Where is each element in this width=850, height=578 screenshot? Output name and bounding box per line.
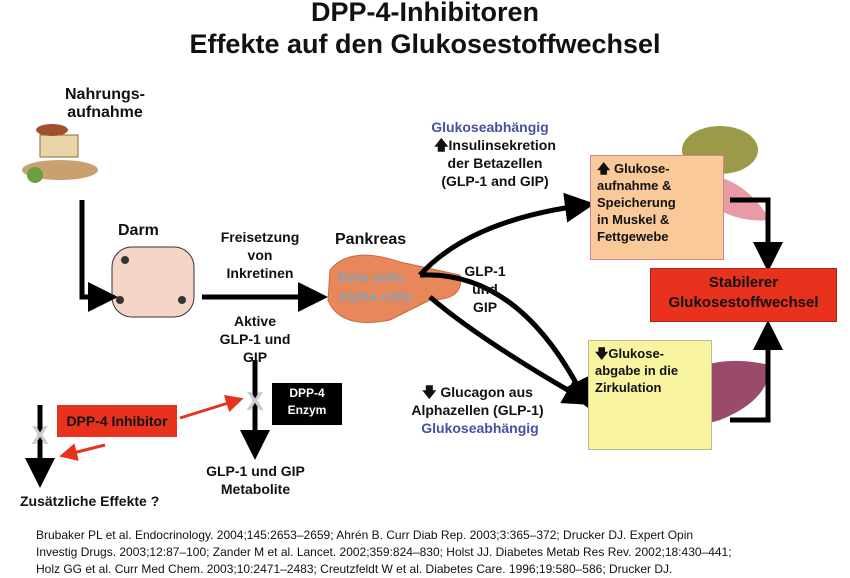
- label-zusaetzlich: Zusätzliche Effekte ?: [20, 493, 160, 509]
- label-insulin-dependent: Glukoseabhängig: [431, 119, 549, 135]
- label-pankreas: Pankreas: [335, 231, 407, 248]
- reference-line: Holz GG et al. Curr Med Chem. 2003;10:24…: [36, 562, 673, 576]
- arrow-down-icon: 🡇: [422, 384, 441, 400]
- block-x-icon: X: [31, 420, 49, 450]
- block-x-icon: X: [246, 386, 264, 416]
- dpp4-inhibitor-box: DPP-4 Inhibitor: [57, 405, 177, 437]
- label-glucagon-dependent: Glukoseabhängig: [421, 420, 539, 436]
- reference-line: Brubaker PL et al. Endocrinology. 2004;1…: [36, 528, 694, 542]
- label-nahrung: Nahrungs- aufnahme: [65, 86, 145, 121]
- dpp4-enzyme-box: DPP-4 Enzym: [272, 383, 342, 425]
- label-glp-gip: GLP-1 und GIP: [464, 263, 506, 315]
- label-beta-cells: Beta cells: [338, 269, 404, 285]
- label-aktive: Aktive GLP-1 und GIP: [219, 313, 291, 365]
- glucose-uptake-box: 🡅 Glukose- aufnahme & Speicherung in Mus…: [590, 155, 724, 260]
- glucose-release-box: 🡇Glukose- abgabe in die Zirkulation: [588, 340, 712, 450]
- label-insulin: 🡅Insulinsekretion der Betazellen (GLP-1 …: [434, 137, 556, 189]
- arrow-up-icon: 🡅: [434, 137, 449, 153]
- reference-line: Investig Drugs. 2003;12:87–100; Zander M…: [36, 545, 732, 559]
- food-icon: [22, 124, 98, 183]
- label-glucagon: 🡇 Glucagon aus Alphazellen (GLP-1): [411, 384, 544, 418]
- label-alpha-cells: Alpha cells: [338, 288, 412, 304]
- arrows-layer: X X: [22, 124, 783, 488]
- references: Brubaker PL et al. Endocrinology. 2004;1…: [36, 527, 836, 578]
- label-freisetzung: Freisetzung von Inkretinen: [220, 229, 300, 281]
- arrow-up-icon: 🡅: [597, 161, 614, 176]
- label-metabolite: GLP-1 und GIP Metabolite: [206, 463, 305, 497]
- pancreas-icon: [327, 254, 462, 323]
- stable-metabolism-box: Stabilerer Glukosestoffwechsel: [650, 268, 837, 322]
- label-darm: Darm: [118, 222, 159, 239]
- arrow-down-icon: 🡇: [595, 346, 609, 361]
- intestine-icon: [111, 246, 195, 318]
